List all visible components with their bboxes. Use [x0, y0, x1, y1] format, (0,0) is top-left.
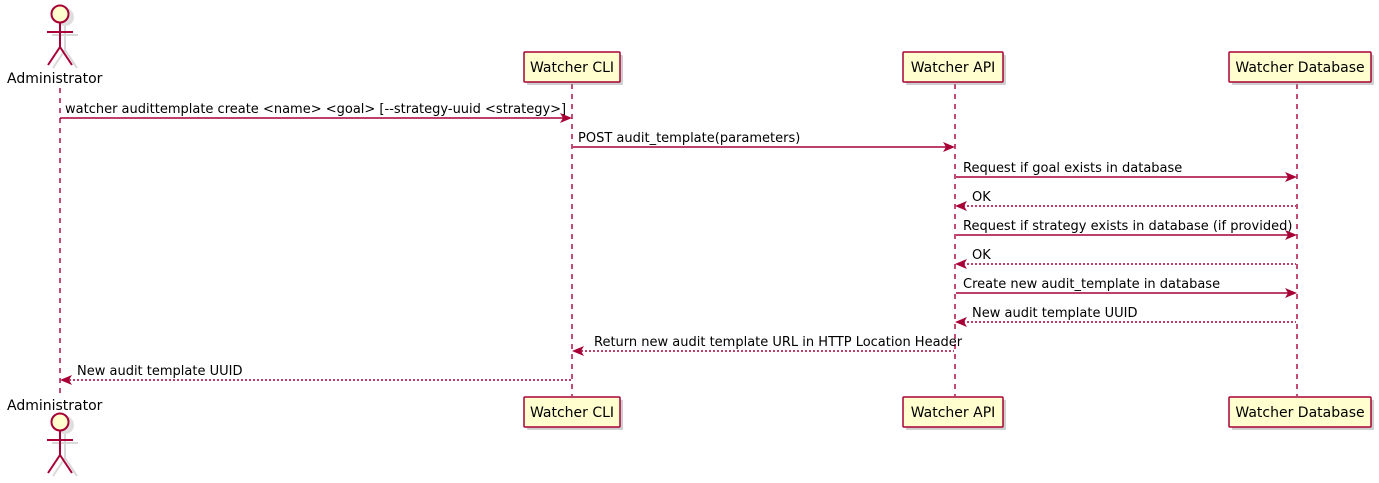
actor-head-icon: [50, 4, 70, 24]
participant-watcher-cli-top[interactable]: Watcher CLI: [523, 51, 623, 85]
participant-watcher-api-top[interactable]: Watcher API: [902, 51, 1006, 85]
message-arrowhead-5: [1285, 230, 1297, 240]
message-7[interactable]: Create new audit_template in database: [956, 277, 1297, 298]
message-arrowhead-9: [572, 346, 584, 356]
message-label-8: New audit template UUID: [972, 306, 1137, 321]
actor-right-leg-icon: [59, 454, 73, 474]
message-arrowhead-7: [1285, 288, 1297, 298]
participant-watcher-api-bottom[interactable]: Watcher API: [902, 396, 1006, 430]
actor-right-leg-icon: [59, 46, 73, 66]
participant-label-watcher-database-bottom: Watcher Database: [1235, 405, 1364, 421]
actor-label-administrator-bottom: Administrator: [7, 398, 103, 414]
participant-box[interactable]: [523, 396, 621, 428]
participant-label-watcher-cli-top: Watcher CLI: [530, 60, 614, 76]
message-1[interactable]: watcher audittemplate create <name> <goa…: [60, 102, 572, 123]
participant-label-watcher-api-bottom: Watcher API: [911, 405, 996, 421]
message-arrowhead-3: [1285, 172, 1297, 182]
message-6[interactable]: OK: [955, 248, 1296, 269]
message-arrowhead-8: [955, 317, 967, 327]
message-10[interactable]: New audit template UUID: [60, 364, 571, 385]
message-5[interactable]: Request if strategy exists in database (…: [956, 219, 1297, 240]
message-label-7: Create new audit_template in database: [963, 277, 1220, 292]
actor-administrator-bottom[interactable]: Administrator: [7, 398, 103, 477]
message-2[interactable]: POST audit_template(parameters): [573, 131, 955, 152]
message-label-9: Return new audit template URL in HTTP Lo…: [594, 335, 963, 350]
participant-box[interactable]: [1228, 396, 1372, 428]
message-arrowhead-2: [943, 142, 955, 152]
actor-left-leg-icon: [47, 46, 61, 66]
message-label-3: Request if goal exists in database: [963, 161, 1182, 176]
message-label-5: Request if strategy exists in database (…: [963, 219, 1292, 234]
message-label-6: OK: [972, 248, 991, 263]
participant-label-watcher-cli-bottom: Watcher CLI: [530, 405, 614, 421]
actor-label-administrator-top: Administrator: [7, 71, 103, 87]
message-label-10: New audit template UUID: [77, 364, 242, 379]
message-8[interactable]: New audit template UUID: [955, 306, 1296, 327]
message-arrowhead-10: [60, 375, 72, 385]
participant-label-watcher-database-top: Watcher Database: [1235, 60, 1364, 76]
message-arrowhead-4: [955, 201, 967, 211]
participant-watcher-cli-bottom[interactable]: Watcher CLI: [523, 396, 623, 430]
participant-watcher-database-top[interactable]: Watcher Database: [1228, 51, 1374, 85]
message-9[interactable]: Return new audit template URL in HTTP Lo…: [572, 335, 963, 356]
message-arrowhead-6: [955, 259, 967, 269]
message-label-4: OK: [972, 190, 991, 205]
message-arrowhead-1: [560, 113, 572, 123]
message-label-2: POST audit_template(parameters): [578, 131, 800, 146]
participant-box[interactable]: [902, 51, 1004, 83]
participant-box[interactable]: [902, 396, 1004, 428]
actor-administrator-top[interactable]: Administrator: [7, 4, 103, 88]
message-3[interactable]: Request if goal exists in database: [956, 161, 1297, 182]
actor-left-leg-icon: [47, 454, 61, 474]
participant-label-watcher-api-top: Watcher API: [911, 60, 996, 76]
message-4[interactable]: OK: [955, 190, 1296, 211]
lifelines: [59, 84, 1298, 398]
participant-box[interactable]: [523, 51, 621, 83]
message-label-1: watcher audittemplate create <name> <goa…: [65, 102, 566, 117]
participant-box[interactable]: [1228, 51, 1372, 83]
participant-watcher-database-bottom[interactable]: Watcher Database: [1228, 396, 1374, 430]
actor-head-icon: [50, 412, 70, 432]
